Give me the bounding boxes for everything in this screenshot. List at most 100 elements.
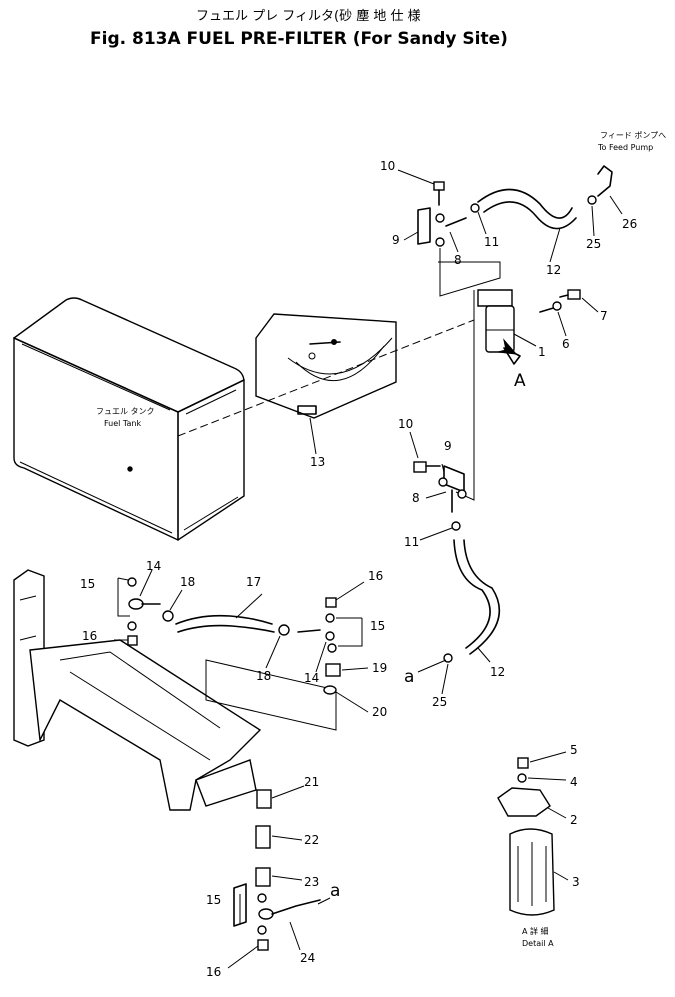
nut-11-upper	[470, 203, 480, 213]
view-a-label: A	[514, 371, 526, 391]
eye-bolt-8-upper	[445, 217, 467, 227]
callout-2: 2	[570, 813, 578, 827]
callout-12-lower: 12	[490, 665, 505, 679]
detail-a-label-en: Detail A	[522, 939, 554, 948]
connection-a-lower: a	[330, 881, 340, 901]
callout-10-upper: 10	[380, 159, 395, 173]
callout-20: 20	[372, 705, 387, 719]
eye-bolt-14-b	[297, 629, 321, 633]
callout-22: 22	[304, 833, 319, 847]
callout-8-upper: 8	[454, 253, 462, 267]
detail-a-label-jp: A 詳 細	[522, 926, 549, 936]
fitting-21	[256, 789, 272, 809]
washer-lower-2	[457, 489, 467, 499]
washer-24-b	[257, 925, 267, 935]
callout-8-lower: 8	[412, 491, 420, 505]
hose-12-upper-b	[483, 201, 577, 230]
bolt-10-lower	[413, 461, 427, 473]
bolt-16-right	[325, 597, 337, 608]
callout-4: 4	[570, 775, 578, 789]
washer-20	[323, 685, 337, 695]
nut-11-lower	[451, 521, 461, 531]
callout-18-b: 18	[256, 669, 271, 683]
nut-18-a	[162, 610, 174, 622]
callout-10-lower: 10	[398, 417, 413, 431]
callout-11-upper: 11	[484, 235, 499, 249]
washer-15-d	[325, 631, 335, 641]
bolt-7-head	[567, 289, 581, 300]
fuel-tank-label-en: Fuel Tank	[104, 419, 141, 428]
title-jp: フュエル プレ フィルタ(砂 塵 地 仕 様	[196, 9, 421, 24]
callout-7: 7	[600, 309, 608, 323]
bolt-7-shank	[559, 294, 569, 298]
to-feed-pump-label-en: To Feed Pump	[597, 143, 653, 152]
callout-23: 23	[304, 875, 319, 889]
hose-12-upper-a	[477, 188, 573, 219]
callout-25-upper: 25	[586, 237, 601, 251]
washer-15-e	[327, 643, 337, 653]
washer-lower-1	[438, 477, 448, 487]
upper-frame	[438, 248, 501, 297]
washer-6-ring	[552, 301, 562, 311]
to-feed-pump-label-jp: フィード ポンプへ	[600, 131, 666, 140]
eye-bolt-14-a	[128, 598, 144, 610]
callout-3: 3	[572, 875, 580, 889]
callout-14-a: 14	[146, 559, 161, 573]
bracket	[255, 313, 397, 419]
title-en: Fig. 813A FUEL PRE-FILTER (For Sandy Sit…	[90, 29, 508, 49]
nut-25-upper	[587, 195, 597, 205]
callout-numbers: 10 9 8 11 12 25 26 7 6 1 13 10 9 8 11 12…	[80, 159, 637, 979]
bolt-16-left	[127, 635, 138, 646]
callout-11-lower: 11	[404, 535, 419, 549]
callout-24: 24	[300, 951, 315, 965]
hose-12-lower-a	[453, 539, 491, 649]
callout-16-b: 16	[82, 629, 97, 643]
machine-frame	[13, 569, 262, 811]
pipe-17-a	[175, 614, 273, 625]
callout-26: 26	[622, 217, 637, 231]
lower-frame-bracket	[205, 659, 337, 731]
bolt-10-upper	[433, 181, 445, 206]
eye-bolt-24	[258, 908, 274, 920]
callout-18-a: 18	[180, 575, 195, 589]
pipe-26	[597, 165, 613, 197]
fuel-tank-label-jp: フュエル タンク	[96, 407, 155, 416]
bracket-15-lower	[233, 883, 247, 927]
filter-head-2	[497, 787, 551, 817]
washer-upper-2	[435, 237, 445, 247]
fuel-tank	[13, 297, 245, 541]
bracket-9-upper	[417, 207, 431, 245]
connector-22	[255, 825, 271, 849]
view-a-arrow	[497, 338, 518, 355]
callout-9-lower: 9	[444, 439, 452, 453]
washer-15-b	[127, 621, 137, 631]
bracket-9-lower	[443, 465, 465, 493]
washer-24-a	[257, 893, 267, 903]
callout-6: 6	[562, 337, 570, 351]
bolt-16-bottom	[257, 939, 269, 951]
mount-line	[177, 319, 475, 437]
callout-14-b: 14	[304, 671, 319, 685]
callout-13: 13	[310, 455, 325, 469]
callout-9-upper: 9	[392, 233, 400, 247]
washer-upper-1	[435, 213, 445, 223]
connection-a-upper: a	[404, 667, 414, 687]
leader-lines	[114, 169, 623, 969]
callout-16-a: 16	[368, 569, 383, 583]
callout-5: 5	[570, 743, 578, 757]
callout-25-lower: 25	[432, 695, 447, 709]
callout-17: 17	[246, 575, 261, 589]
callout-16-c: 16	[206, 965, 221, 979]
pipe-17-b	[177, 624, 275, 633]
washer-4	[517, 773, 527, 783]
callout-1: 1	[538, 345, 546, 359]
fitting-23	[255, 867, 271, 887]
washer-15-c	[325, 613, 335, 623]
washer-15-a	[127, 577, 137, 587]
callout-15-b: 15	[370, 619, 385, 633]
nut-19	[325, 663, 341, 677]
callout-19: 19	[372, 661, 387, 675]
callout-21: 21	[304, 775, 319, 789]
